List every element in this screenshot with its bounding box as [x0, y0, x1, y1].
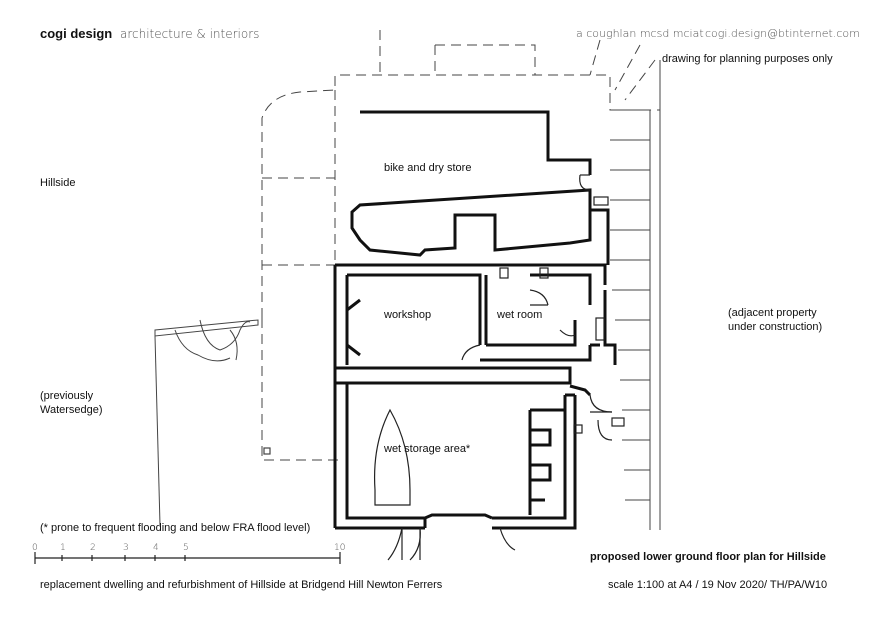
- previous-name-line2: Watersedge): [40, 404, 103, 416]
- adjacent-steps: [610, 60, 661, 530]
- scale-tick: 4: [153, 543, 159, 553]
- scale-tick: 5: [183, 543, 189, 553]
- building-walls: [333, 110, 617, 530]
- neighbour-garden: [154, 319, 271, 526]
- adjacent-property-line2: under construction): [728, 321, 823, 333]
- author-credit: a coughlan mcsd mciat: [576, 27, 704, 40]
- scale-tick: 0: [32, 543, 38, 553]
- firm-name: cogi design: [40, 26, 113, 41]
- room-label-workshop: workshop: [384, 309, 432, 321]
- project-description: replacement dwelling and refurbishment o…: [40, 579, 443, 591]
- scale-tick: 3: [123, 543, 129, 553]
- room-label-wet-storage: wet storage area*: [384, 443, 471, 455]
- scale-tick: 1: [60, 543, 66, 553]
- planning-note: drawing for planning purposes only: [662, 53, 833, 65]
- doors-fixtures: [374, 174, 625, 561]
- scale-bar: [34, 552, 341, 564]
- scale-tick: 10: [334, 543, 346, 553]
- plan-title: proposed lower ground floor plan for Hil…: [590, 551, 826, 563]
- room-label-wet-room: wet room: [497, 309, 543, 321]
- adjacent-property-line1: (adjacent property: [728, 307, 817, 319]
- flood-note: (* prone to frequent flooding and below …: [40, 522, 311, 534]
- room-label-bike-store: bike and dry store: [384, 162, 472, 174]
- firm-tagline: architecture & interiors: [120, 27, 260, 41]
- hillside-label: Hillside: [40, 177, 76, 189]
- scale-tick: 2: [90, 543, 96, 553]
- site-boundary: [261, 30, 660, 461]
- scale-reference: scale 1:100 at A4 / 19 Nov 2020/ TH/PA/W…: [608, 579, 828, 591]
- contact-email: cogi.design@btinternet.com: [705, 27, 860, 40]
- previous-name-line1: (previously: [40, 390, 94, 402]
